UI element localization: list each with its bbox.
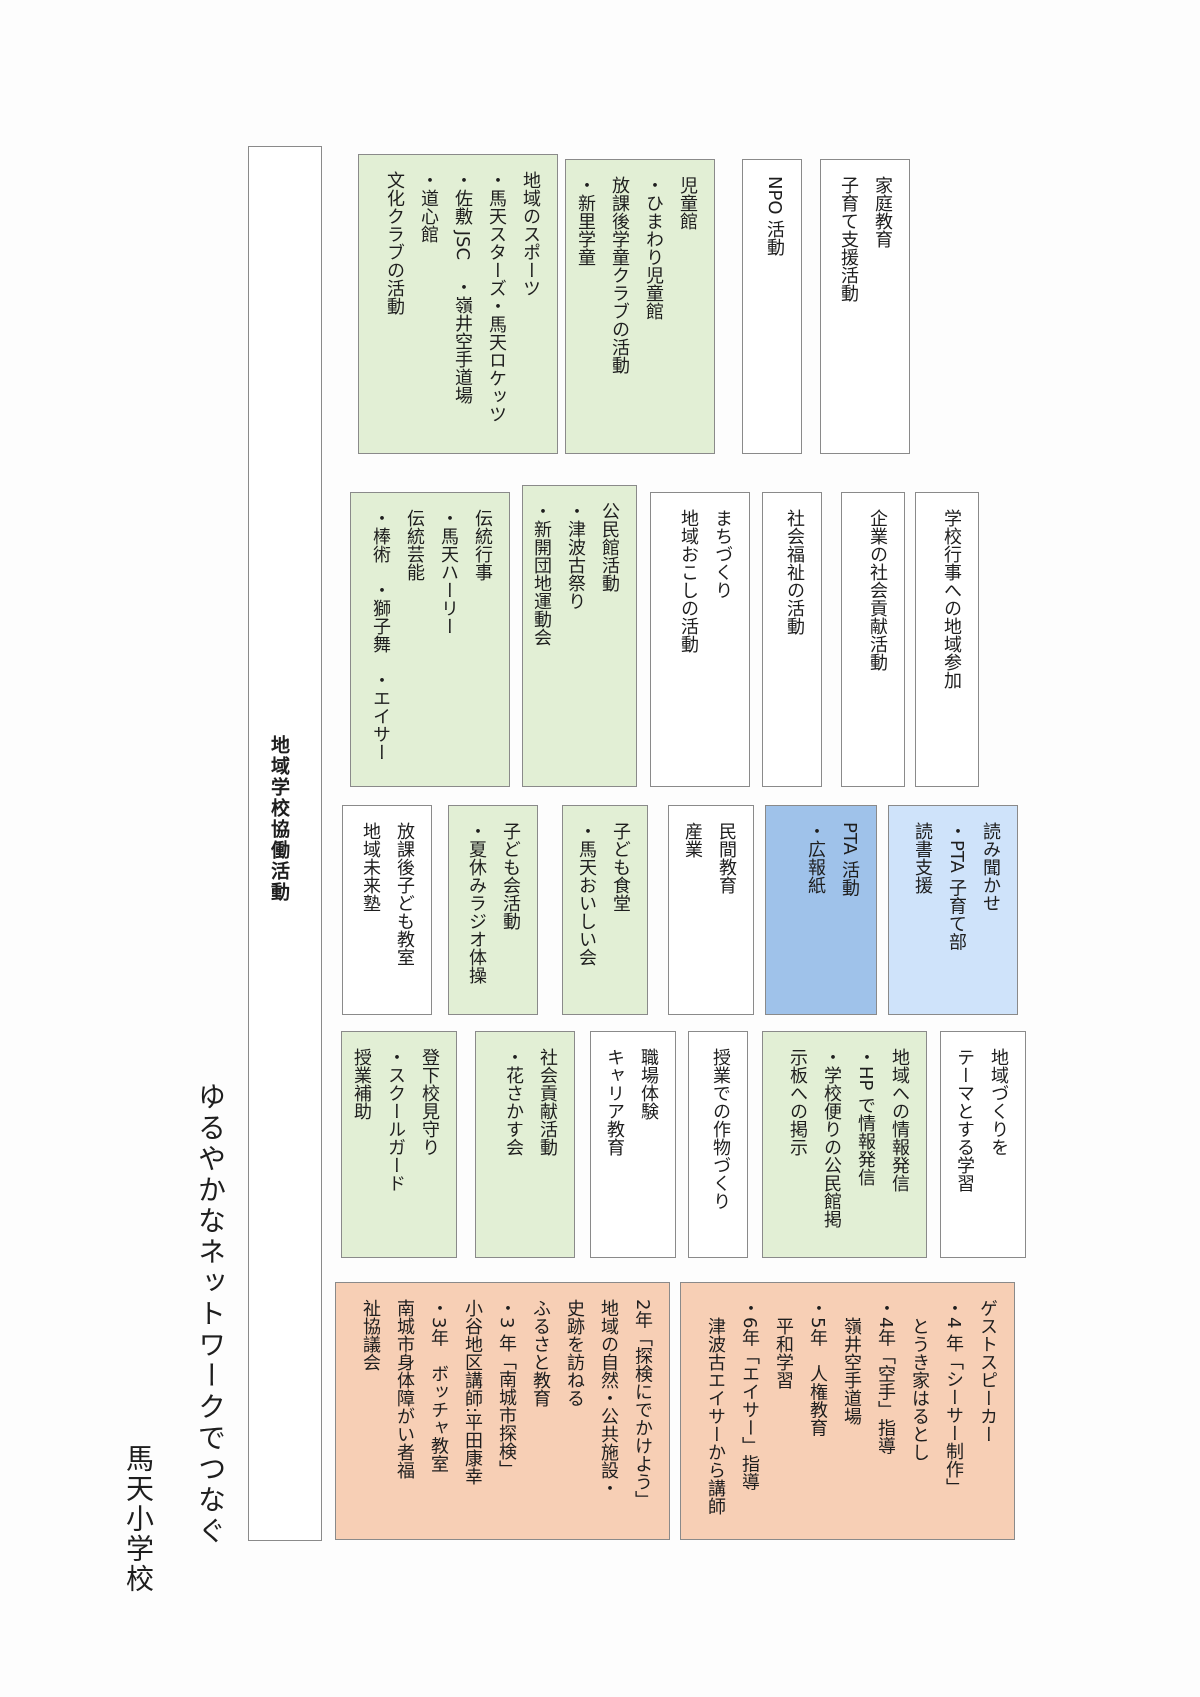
school-name: 馬天小学校 xyxy=(122,1444,155,1594)
box-pta-katsudo: PTA 活動 ・広報紙 xyxy=(765,805,877,1015)
box-jidokan: 児童館 ・ひまわり児童館 放課後学童クラブの活動 ・新里学童 xyxy=(565,159,715,454)
box-sakumotsu-zukuri: 授業での作物づくり xyxy=(688,1031,748,1258)
header-bar xyxy=(248,146,322,1541)
box-guest-speaker: ゲストスピーカー ・4 年「シーサー制作」 とうき家はるとし ・4年「空手」指導… xyxy=(680,1282,1015,1540)
box-joho-hasshin: 地域への情報発信 ・HP で情報発信 ・学校便りの公民館掲 示板への掲示 xyxy=(762,1031,927,1258)
box-chiiki-sports: 地域のスポーツ ・馬天スターズ・馬天ロケッツ ・佐敷 JSC ・嶺井空手道場 ・… xyxy=(358,154,558,454)
box-minkan-kyoiku: 民間教育 産業 xyxy=(668,805,754,1015)
box-machizukuri: まちづくり 地域おこしの活動 xyxy=(650,492,750,787)
box-dento-gyoji: 伝統行事 ・馬天ハーリー 伝統芸能 ・棒術 ・獅子舞 ・エイサー xyxy=(350,492,510,787)
box-furusato-kyoiku: 2年「探検にでかけよう」 地域の自然・公共施設・ 史跡を訪ねる ふるさと教育 ・… xyxy=(335,1282,670,1540)
box-kodomokai-katsudo: 子ども会活動 ・夏休みラジオ体操 xyxy=(448,805,538,1015)
box-katei-kyoiku: 家庭教育 子育て支援活動 xyxy=(820,159,910,454)
box-kodomo-shokudo: 子ども食堂 ・馬天おいしい会 xyxy=(562,805,648,1015)
header-bar-title: 地域学校協働活動 xyxy=(268,735,290,903)
box-chiiki-zukuri-gakushu: 地域づくりを テーマとする学習 xyxy=(940,1031,1026,1258)
box-kominkan-katsudo: 公民館活動 ・津波古祭り ・新開団地運動会 xyxy=(522,485,637,787)
box-shakai-fukushi: 社会福祉の活動 xyxy=(762,492,822,787)
box-career-kyoiku: 職場体験 キャリア教育 xyxy=(590,1031,676,1258)
box-yomikikase: 読み聞かせ ・PTA 子育て部 読書支援 xyxy=(888,805,1018,1015)
box-npo-katsudo: NPO 活動 xyxy=(742,159,802,454)
box-houkago-kodomo-kyoshitsu: 放課後子ども教室 地域未来塾 xyxy=(342,805,432,1015)
box-gakko-gyoji-sanka: 学校行事への地域参加 xyxy=(915,492,979,787)
box-shakai-koken: 社会貢献活動 ・花さかす会 xyxy=(475,1031,575,1258)
box-tokogeko-mimamori: 登下校見守り ・スクールガード 授業補助 xyxy=(341,1031,457,1258)
box-kigyo-shakai-koken: 企業の社会貢献活動 xyxy=(841,492,905,787)
page-heading: ゆるやかなネットワークでつなぐ xyxy=(194,1082,227,1547)
